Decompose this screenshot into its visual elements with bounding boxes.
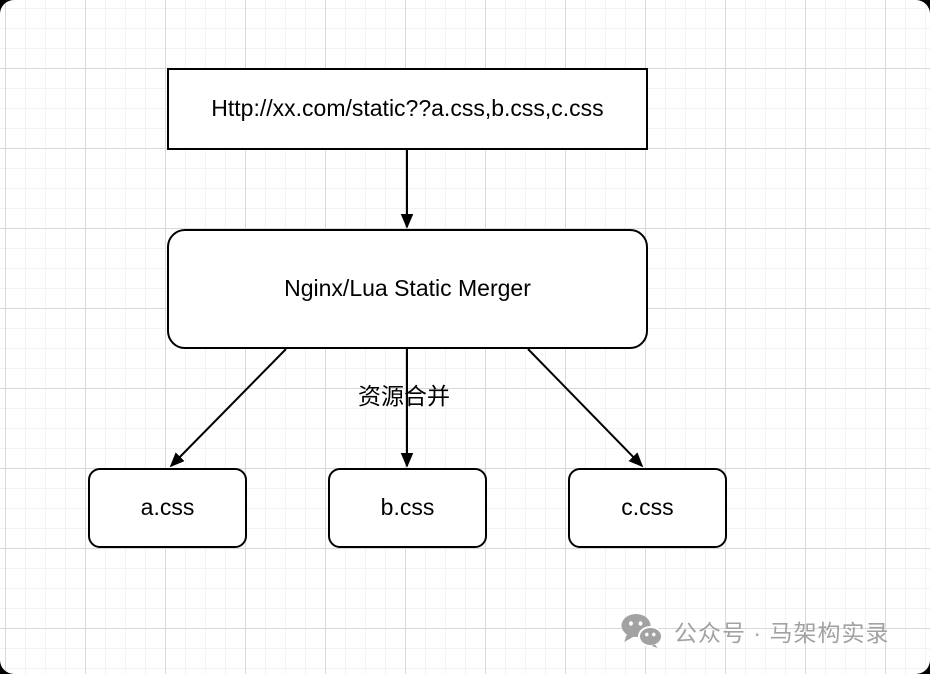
- arrow-merger-to-c: [527, 348, 642, 466]
- c-css-node: c.css: [568, 468, 727, 548]
- edge-label-resource-merge: 资源合并: [358, 383, 450, 409]
- watermark: 公众号 · 马架构实录: [621, 614, 889, 648]
- c-css-node-label: c.css: [621, 494, 674, 521]
- merger-node: Nginx/Lua Static Merger: [167, 229, 648, 349]
- a-css-node: a.css: [88, 468, 247, 548]
- merger-node-label: Nginx/Lua Static Merger: [284, 275, 531, 302]
- a-css-node-label: a.css: [140, 494, 195, 521]
- arrow-merger-to-a: [171, 348, 287, 466]
- b-css-node-label: b.css: [380, 494, 435, 521]
- watermark-text: 公众号 · 马架构实录: [674, 620, 890, 646]
- url-node: Http://xx.com/static??a.css,b.css,c.css: [167, 68, 648, 150]
- b-css-node: b.css: [328, 468, 487, 548]
- url-node-label: Http://xx.com/static??a.css,b.css,c.css: [211, 95, 604, 122]
- wechat-icon: [621, 614, 663, 648]
